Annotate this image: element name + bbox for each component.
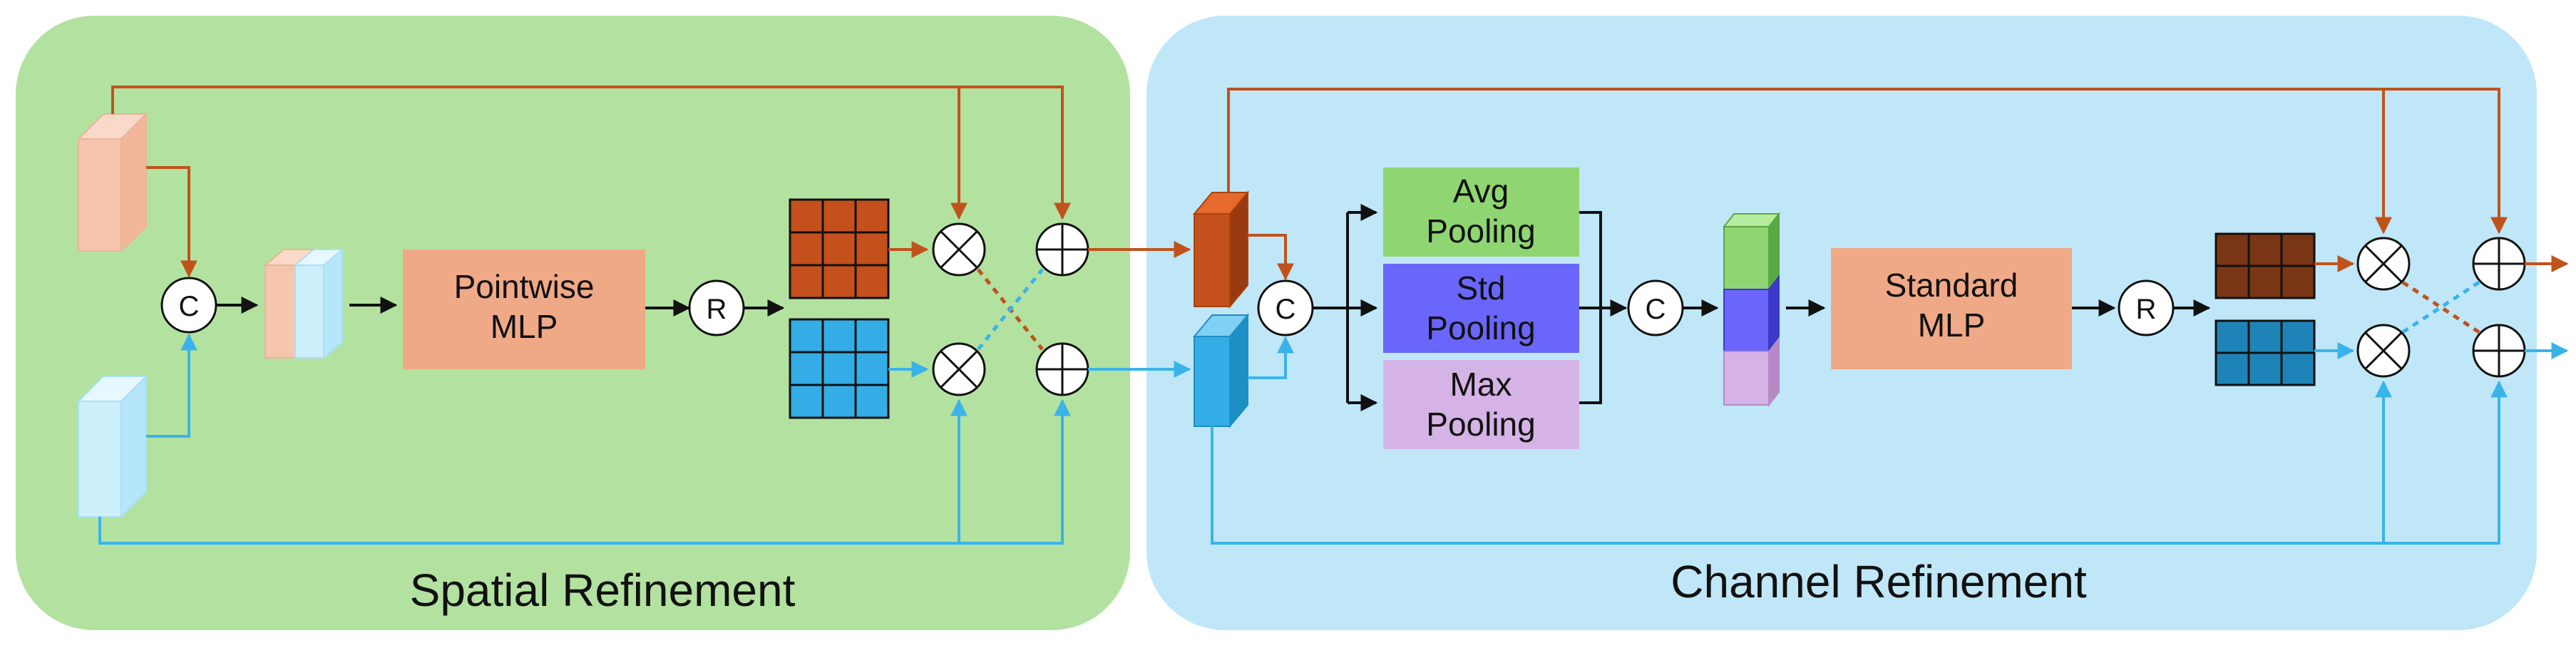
arrow-blue-cube-to-concat [1248, 336, 1294, 379]
add-op-spatial-bottom [1035, 342, 1089, 396]
concat-op-channel-1-label: C [1276, 294, 1296, 325]
arrow-orange-to-concat [146, 166, 197, 278]
dashed-cross-blue-spatial [977, 268, 1044, 351]
relu-op-spatial-label: R [707, 294, 727, 325]
multiply-op-spatial-bottom [932, 342, 986, 396]
input-feature-cube-orange [76, 112, 148, 253]
pointwise-mlp-line2: MLP [491, 308, 558, 345]
max-pooling-line1: Max [1450, 366, 1512, 403]
max-pooling-block: Max Pooling [1383, 360, 1579, 449]
multiply-op-channel-bottom [2356, 324, 2411, 378]
skip-path-blue-channel [1211, 380, 2508, 545]
concat-op-spatial: C [160, 277, 217, 334]
pointwise-mlp-line1: Pointwise [454, 268, 595, 305]
skip-path-orange-spatial [111, 86, 1071, 220]
std-pooling-line1: Std [1456, 269, 1505, 307]
std-pooling-block: Std Pooling [1383, 264, 1579, 353]
relu-op-channel: R [2118, 279, 2175, 336]
avg-pooling-block: Avg Pooling [1383, 168, 1579, 257]
relu-op-channel-label: R [2136, 294, 2157, 325]
concatenated-feature-cube [263, 247, 344, 360]
channel-input-cube-blue [1192, 313, 1250, 428]
skip-path-blue-spatial [98, 398, 1071, 545]
channel-weight-bar-teal [2215, 319, 2316, 386]
concat-op-spatial-label: C [179, 291, 200, 322]
concat-op-channel-2: C [1627, 279, 1684, 336]
dashed-cross-blue-channel [2401, 280, 2480, 334]
max-pooling-line2: Pooling [1426, 406, 1535, 443]
pooled-feature-stack [1722, 212, 1781, 407]
multiply-op-spatial-top [932, 222, 986, 277]
avg-pooling-line1: Avg [1453, 173, 1509, 210]
input-feature-cube-blue [76, 374, 148, 519]
arrow-blue-to-concat [146, 333, 197, 438]
channel-input-cube-orange [1192, 190, 1250, 309]
pointwise-mlp-block: Pointwise MLP [403, 250, 645, 369]
relu-op-spatial: R [688, 279, 745, 336]
spatial-weight-grid-orange [789, 198, 890, 299]
dashed-cross-orange-channel [2401, 280, 2480, 334]
spatial-refinement-title: Spatial Refinement [410, 565, 796, 616]
avg-pooling-line2: Pooling [1426, 212, 1535, 250]
add-op-spatial-top [1035, 222, 1089, 277]
standard-mlp-line2: MLP [1918, 307, 1986, 344]
concat-op-channel-2-label: C [1646, 294, 1666, 325]
standard-mlp-line1: Standard [1885, 267, 2018, 304]
std-pooling-line2: Pooling [1426, 309, 1535, 346]
arrow-orange-cube-to-concat [1248, 234, 1294, 281]
skip-path-orange-channel [1227, 88, 2508, 235]
add-op-channel-bottom [2472, 324, 2526, 378]
add-op-channel-top [2472, 237, 2526, 291]
channel-refinement-title: Channel Refinement [1671, 556, 2087, 607]
concat-op-channel-1: C [1257, 279, 1314, 336]
standard-mlp-block: Standard MLP [1831, 248, 2072, 369]
channel-weight-bar-brown [2215, 232, 2316, 299]
spatial-weight-grid-blue [789, 318, 890, 419]
multiply-op-channel-top [2356, 237, 2411, 291]
